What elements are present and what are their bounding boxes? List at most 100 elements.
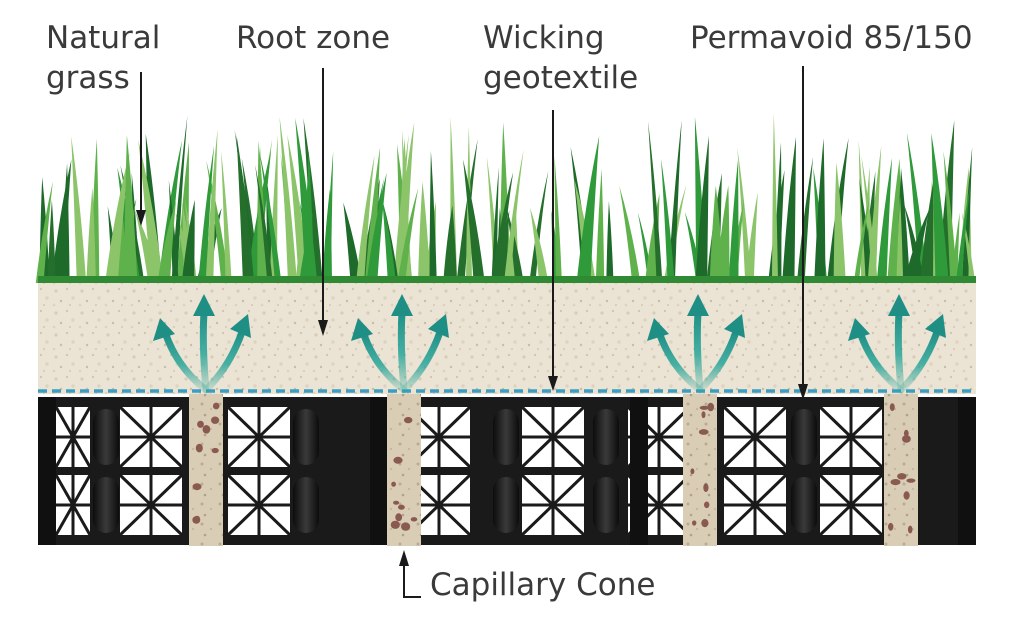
grass-blade <box>529 170 549 283</box>
grass-blade <box>796 156 814 283</box>
grass-blade <box>255 164 273 283</box>
crate-lattice <box>520 473 586 537</box>
wicking-arrow-head <box>925 314 946 338</box>
grass-blade <box>920 182 934 283</box>
grass-blade <box>867 145 882 283</box>
wicking-arrow-shaft <box>693 308 704 394</box>
grass-blade <box>903 209 930 283</box>
grass-blade <box>595 169 605 283</box>
grass-blade <box>171 115 188 283</box>
cone-pebble <box>890 479 901 486</box>
grass-blade <box>814 138 826 283</box>
grass-blade <box>782 136 796 283</box>
crate-frame <box>630 397 648 545</box>
cone-pebble <box>707 402 715 412</box>
grass-blade <box>86 187 96 283</box>
cone-pebble <box>903 429 909 437</box>
grass-blade <box>554 156 562 283</box>
crate-lattice <box>226 473 292 537</box>
grass-blade <box>943 150 958 283</box>
wicking-arrow-head <box>848 318 870 341</box>
grass-blade <box>737 147 752 283</box>
wicking-arrow-head <box>391 294 413 316</box>
grass-blade <box>931 133 949 283</box>
crate-pipe-icon <box>593 409 619 465</box>
crate-pipe-icon <box>93 477 119 533</box>
cone-pebble <box>211 447 219 454</box>
wicking-arrow-shaft <box>360 331 408 394</box>
grass-blade <box>648 121 663 283</box>
leader-natural-grass-arrowhead <box>136 210 146 226</box>
cone-pebble <box>202 425 211 434</box>
cone-body <box>189 394 223 546</box>
capillary-cone <box>683 394 717 546</box>
cone-pebble <box>393 456 403 464</box>
grass-blade <box>906 132 928 283</box>
grass-blade <box>709 185 724 283</box>
wicking-arrows <box>153 294 946 394</box>
cone-pebble <box>907 525 913 534</box>
grass-blade <box>951 212 960 283</box>
crate-pipe-icon <box>93 409 119 465</box>
grass-blade <box>896 196 904 283</box>
permavoid-crates <box>38 397 976 545</box>
grass-blade <box>356 155 375 283</box>
crate-lattice <box>118 473 184 537</box>
cone-pebble <box>391 481 396 487</box>
grass-blade <box>205 129 218 283</box>
wicking-arrow-icon <box>153 294 251 394</box>
leader-lines <box>136 66 808 598</box>
grass-blade <box>393 133 409 283</box>
cone-pebble <box>704 501 710 509</box>
wicking-arrow-head <box>428 314 449 338</box>
cone-pebble <box>703 483 709 492</box>
grass-blade <box>135 211 161 283</box>
label-wicking-geotextile: Wicking geotextile <box>483 20 639 96</box>
grass-blade <box>198 145 215 283</box>
cone-pebble <box>410 517 418 522</box>
grass-blade <box>772 113 778 284</box>
root-zone-layer <box>38 281 976 394</box>
wicking-arrow-icon <box>351 294 449 394</box>
cone-pebble <box>698 429 709 435</box>
cone-pebble <box>902 435 911 443</box>
cone-pebble <box>701 519 709 528</box>
crate-pipe-icon <box>791 409 817 465</box>
cone-body <box>884 394 918 546</box>
grass-blade <box>71 136 87 283</box>
wicking-arrow-head <box>888 294 910 316</box>
crate-lattice <box>818 473 884 537</box>
cone-pebble <box>212 402 220 410</box>
cone-pebble <box>390 520 400 529</box>
leader-permavoid-arrowhead <box>798 384 808 400</box>
grass-blade <box>904 204 925 283</box>
grass-base <box>38 276 976 283</box>
crate-pipe-icon <box>293 409 319 465</box>
grass-layer <box>35 113 976 284</box>
wicking-arrow-shaft <box>656 331 704 394</box>
cone-pebble <box>192 483 202 491</box>
grass-blade <box>60 163 70 283</box>
wicking-arrow-shaft <box>199 308 210 394</box>
grass-blade <box>47 200 56 283</box>
grass-blade <box>304 151 315 283</box>
wicking-arrow-shaft <box>162 331 210 394</box>
grass-blade <box>429 150 437 283</box>
cone-pebble <box>398 504 405 510</box>
grass-blade <box>853 196 870 283</box>
wicking-arrow-head <box>193 294 215 316</box>
grass-blade <box>157 201 176 283</box>
cone-body <box>683 394 717 546</box>
grass-blade <box>236 135 255 283</box>
grass-blade <box>303 118 323 283</box>
label-root-zone: Root zone <box>236 20 391 56</box>
grass-blade <box>418 181 431 283</box>
grass-blade <box>668 120 682 283</box>
wicking-arrow-icon <box>647 294 745 394</box>
grass-blade <box>325 151 334 283</box>
wicking-arrow-head <box>687 294 709 316</box>
wicking-arrow-shaft <box>857 331 905 394</box>
wicking-arrow-head <box>351 318 373 341</box>
grass-blade <box>876 157 893 283</box>
